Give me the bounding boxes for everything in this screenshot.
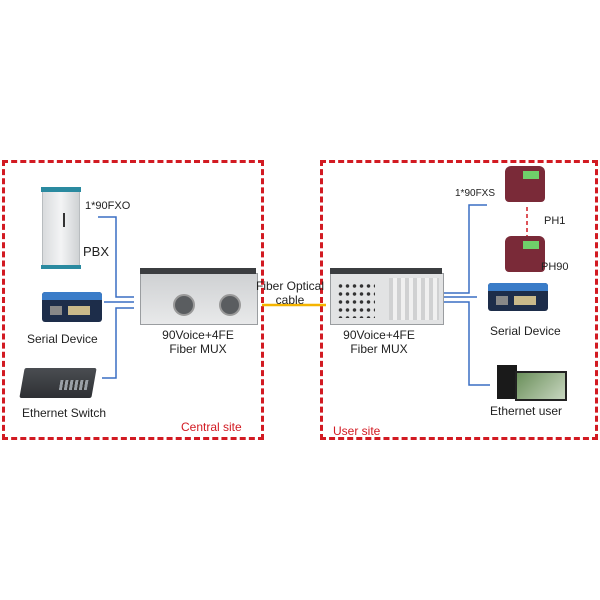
central-mux-icon [140, 268, 258, 325]
fiber-cable-label: Fiber Optical cable [248, 279, 332, 307]
user-mux-icon [330, 268, 444, 325]
link-ethernet-user [443, 301, 490, 386]
central-mux-line1: 90Voice+4FE [162, 328, 234, 342]
pbx-label: PBX [83, 244, 110, 259]
ethernet-switch-label: Ethernet Switch [22, 406, 107, 420]
phone-first-label: PH1 [544, 215, 566, 227]
pbx-port-label: 1*90FXO [85, 200, 131, 212]
phone-last-label: PH90 [541, 261, 569, 273]
link-phones [443, 204, 487, 294]
central-site-box [2, 160, 264, 440]
serial-device-label: Serial Device [27, 332, 98, 346]
phone-ph90-icon [505, 236, 545, 272]
ethernet-switch-icon [19, 368, 97, 398]
ethernet-user-icon [497, 365, 567, 401]
user-mux-line1: 90Voice+4FE [343, 328, 415, 342]
fiber-label-line2: cable [275, 293, 305, 307]
user-site-label: User site [333, 424, 381, 438]
ethernet-user-label: Ethernet user [490, 404, 563, 418]
link-pbx [98, 216, 134, 298]
fiber-label-line1: Fiber Optical [255, 279, 325, 293]
user-mux-line2: Fiber MUX [350, 342, 408, 356]
central-mux-label: 90Voice+4FE Fiber MUX [158, 328, 238, 356]
link-switch [102, 307, 134, 379]
user-serial-device-icon [488, 283, 548, 311]
user-site-box [320, 160, 598, 440]
central-site-label: Central site [181, 420, 242, 434]
phone-port-label: 1*90FXS [455, 188, 496, 199]
serial-device-icon [42, 292, 102, 322]
user-mux-label: 90Voice+4FE Fiber MUX [339, 328, 419, 356]
pbx-icon [41, 187, 81, 269]
phone-ph1-icon [505, 166, 545, 202]
user-serial-device-label: Serial Device [490, 324, 561, 338]
central-mux-line2: Fiber MUX [169, 342, 227, 356]
